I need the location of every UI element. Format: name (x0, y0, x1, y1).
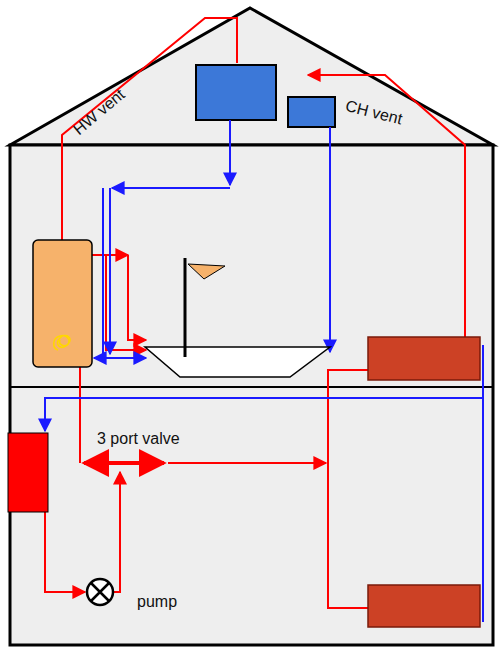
tap (184, 258, 187, 357)
cold-tank (196, 65, 276, 120)
hot-cylinder (33, 240, 92, 367)
pump-symbol (87, 579, 113, 605)
boiler (8, 433, 48, 512)
hot-pipes (45, 18, 465, 608)
coil (54, 336, 70, 350)
pump-cross (91, 583, 109, 601)
three-port-valve (84, 461, 164, 465)
radiator (368, 337, 480, 380)
ch-tank (288, 97, 335, 127)
tap-flag (188, 264, 225, 279)
roof (10, 8, 493, 145)
house-wall (10, 145, 493, 645)
pipe-label: pump (137, 593, 177, 611)
radiator (368, 585, 480, 627)
cold-pipes (45, 120, 483, 622)
bath (145, 347, 330, 377)
floor (10, 386, 493, 388)
pipe-label: 3 port valve (97, 430, 180, 448)
